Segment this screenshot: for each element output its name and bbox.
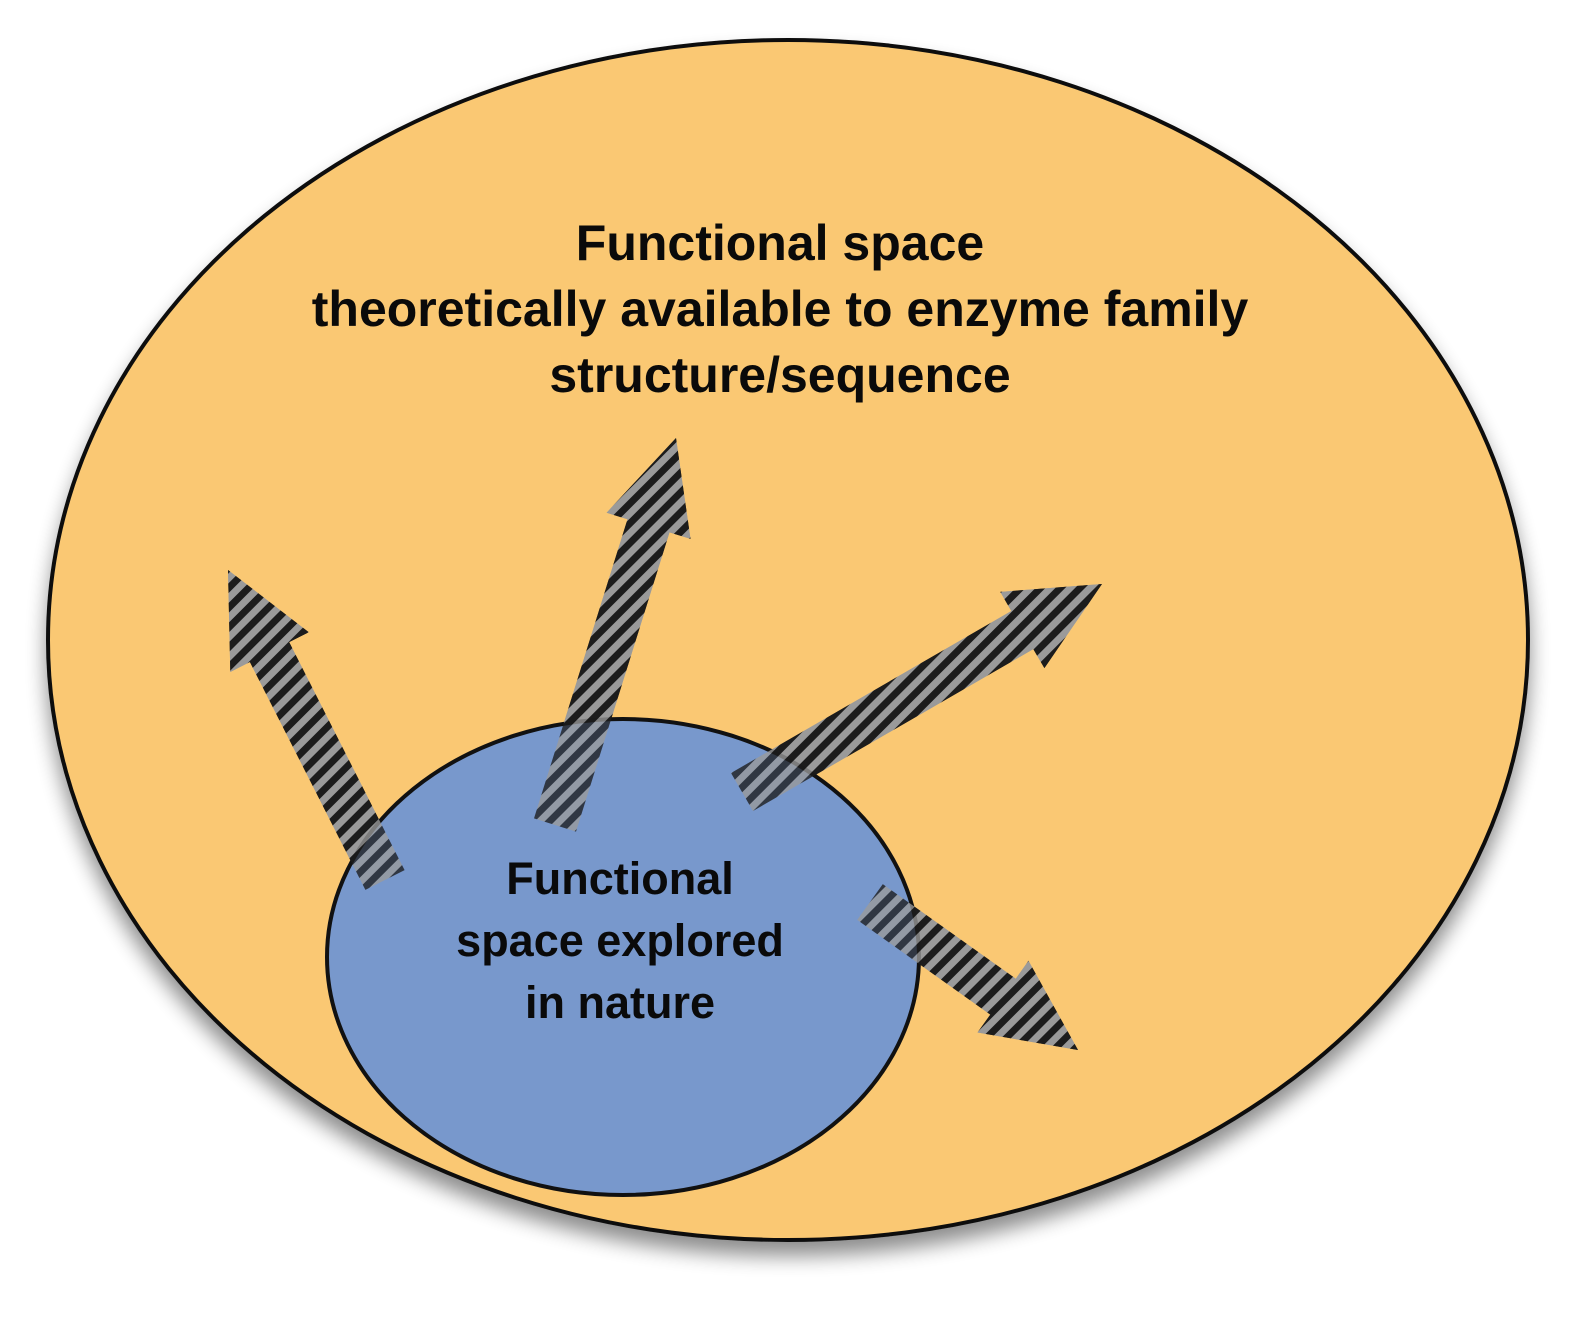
- outer-region-label-line-1: Functional space: [575, 215, 985, 271]
- arrow-lower-right-overlay: [857, 884, 1078, 1050]
- inner-region-label: Functional space explored in nature: [390, 848, 850, 1034]
- arrow-up-overlay: [534, 438, 691, 832]
- inner-region-label-line-3: in nature: [524, 977, 716, 1028]
- outer-region-label-line-3: structure/sequence: [549, 347, 1011, 403]
- inner-region-label-line-1: Functional: [506, 853, 734, 904]
- outer-region-label: Functional space theoretically available…: [190, 210, 1370, 408]
- arrow-upper-right-overlay: [731, 584, 1102, 811]
- inner-region-label-line-2: space explored: [456, 915, 784, 966]
- arrow-upper-left-overlay: [228, 570, 405, 890]
- outer-region-label-line-2: theoretically available to enzyme family: [311, 281, 1249, 337]
